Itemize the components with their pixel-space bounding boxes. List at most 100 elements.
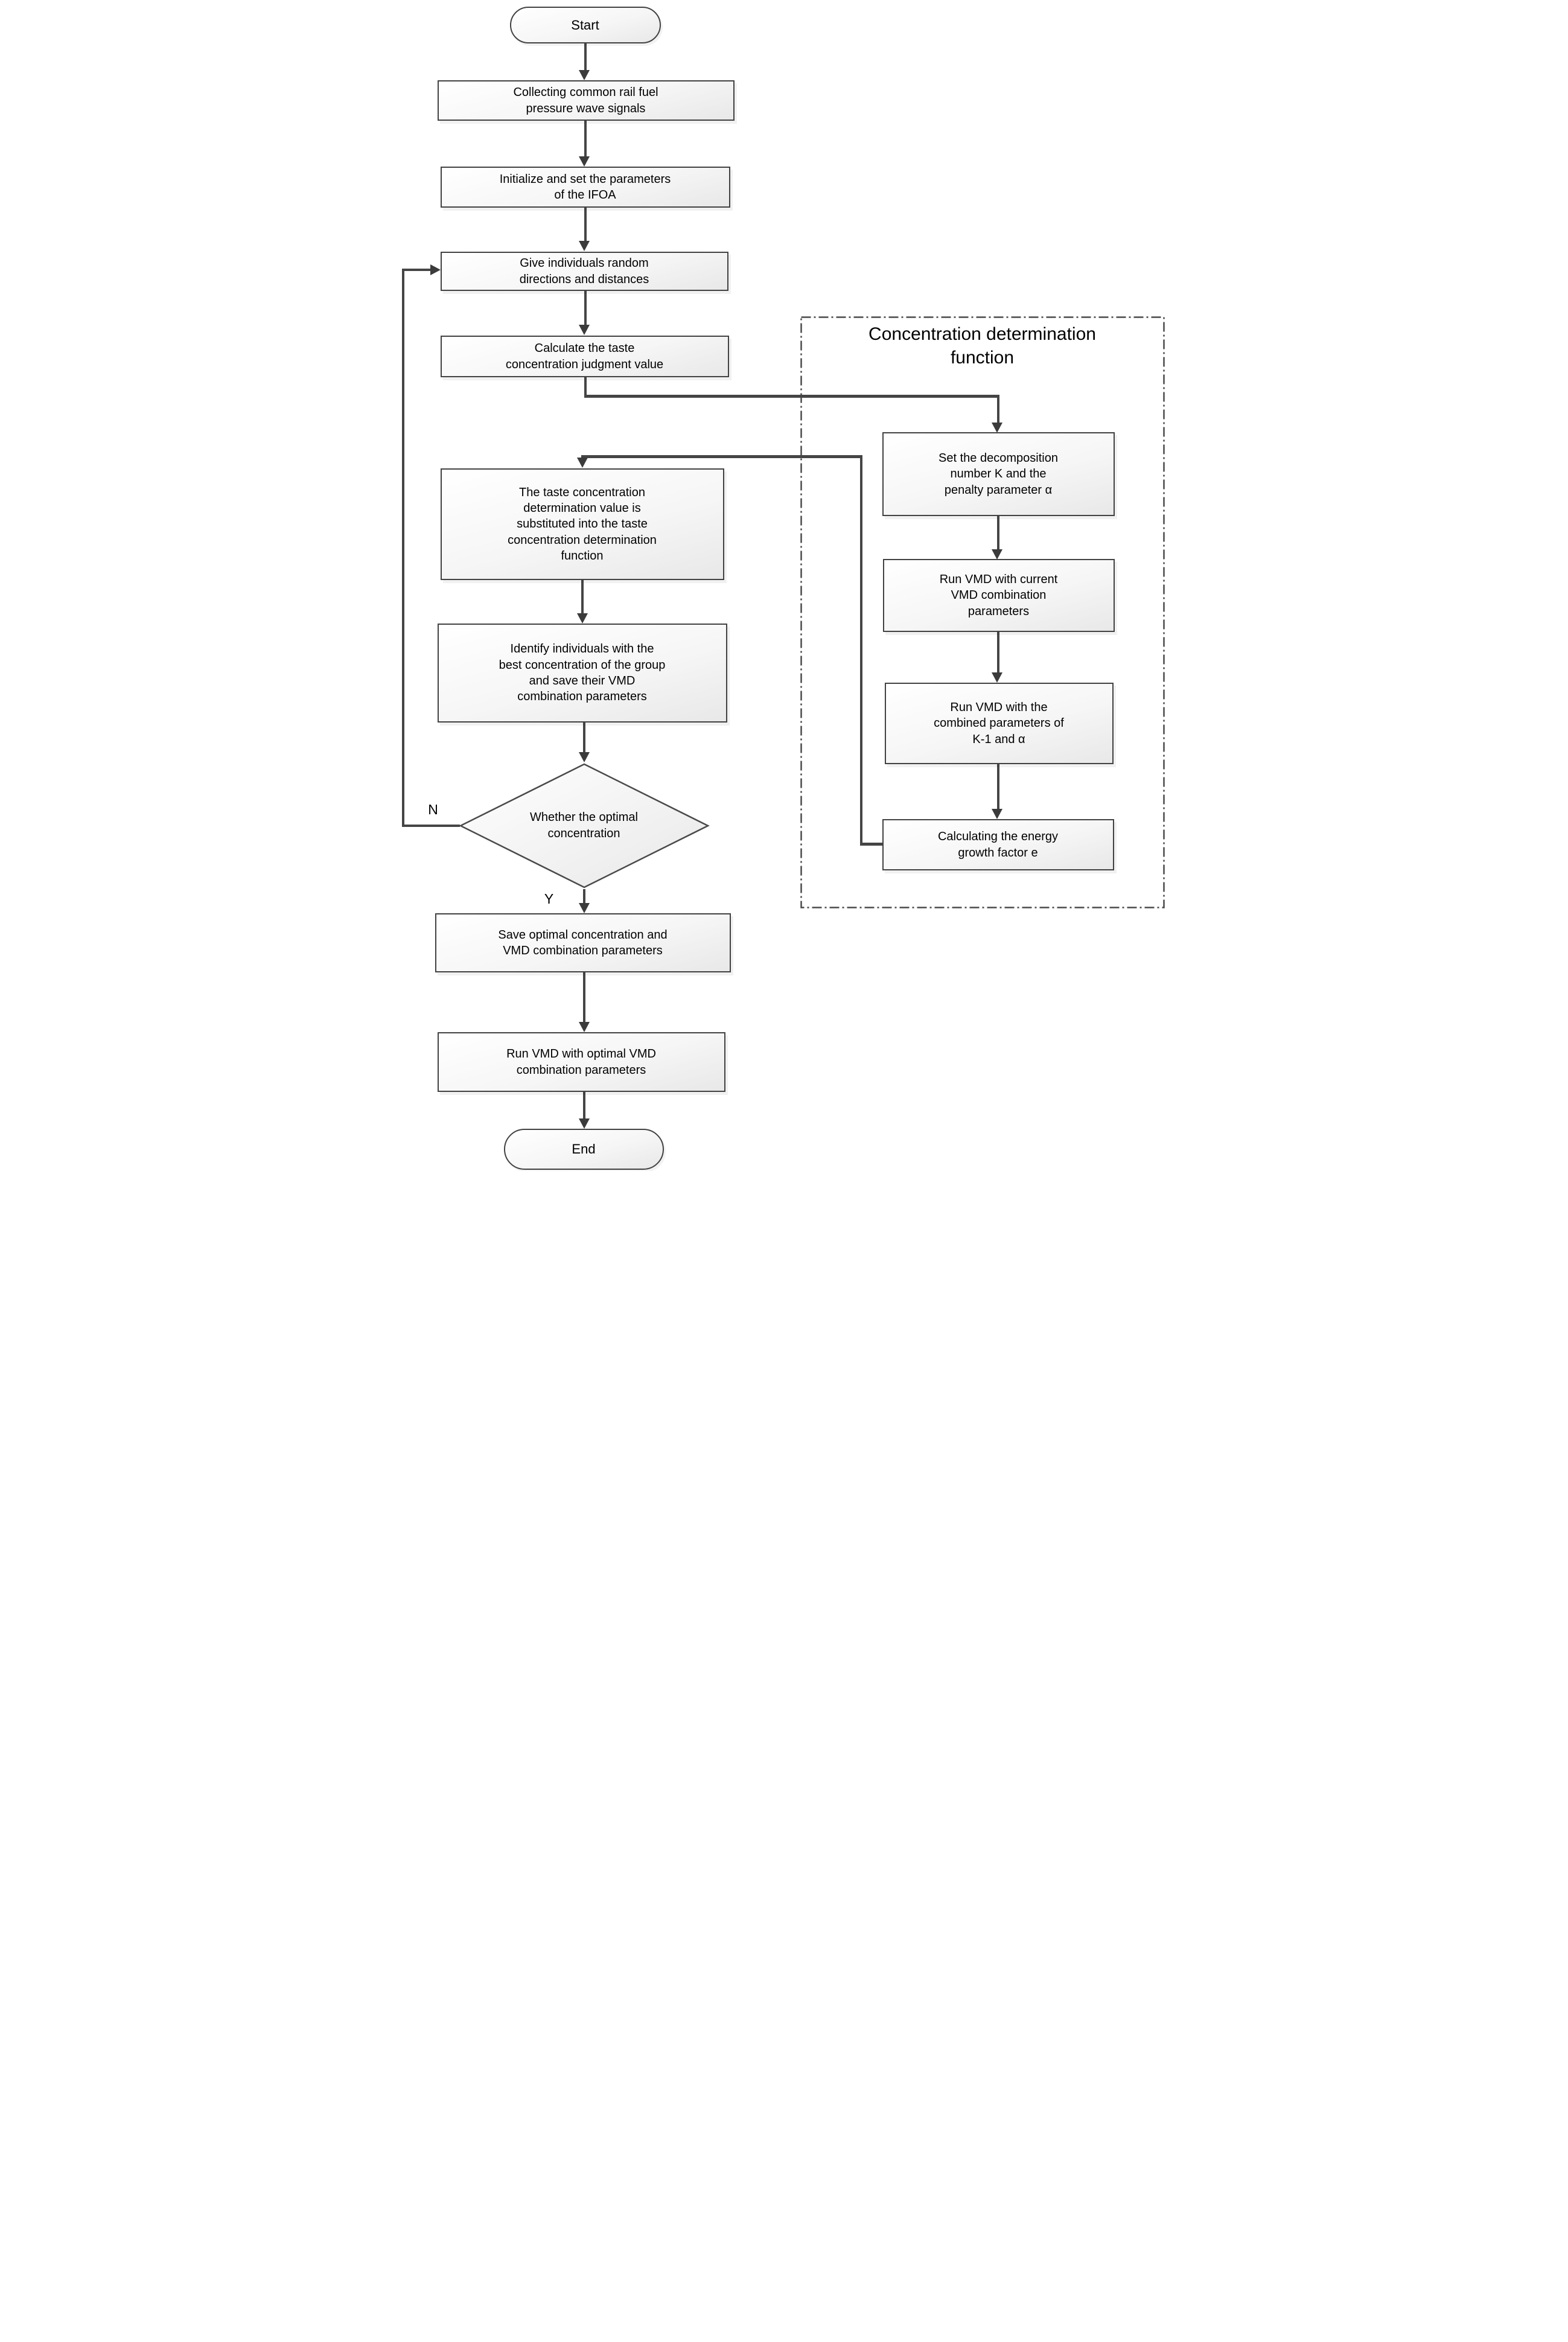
node-end-label: End (572, 1140, 595, 1158)
label-line: pressure wave signals (526, 101, 646, 115)
connector-calc-elbow-v2 (996, 398, 999, 424)
node-give-label: Give individuals random directions and d… (520, 255, 649, 287)
arrowhead-collect-init (578, 156, 590, 167)
connector-no-loop-h1 (401, 825, 460, 827)
node-set-k-alpha: Set the decomposition number K and the p… (882, 432, 1115, 516)
connector-identify-decision (582, 723, 585, 753)
node-calculate-label: Calculate the taste concentration judgme… (506, 340, 663, 372)
connector-decision-save (582, 889, 585, 904)
label-line: combination parameters (517, 690, 647, 704)
group-title-line: function (950, 348, 1015, 368)
node-energy-label: Calculating the energy growth factor e (938, 829, 1058, 861)
connector-setk-runcurrent (996, 516, 999, 550)
node-save-label: Save optimal concentration and VMD combi… (498, 927, 667, 959)
group-title: Concentration determination function (800, 322, 1165, 369)
connector-energy-feedback-v (859, 456, 862, 846)
label-line: concentration (547, 827, 620, 840)
arrowhead-runoptimal-end (578, 1118, 590, 1129)
arrowhead-decision-save (578, 903, 590, 913)
label-line: substituted into the taste (517, 517, 648, 531)
label-line: combination parameters (516, 1063, 646, 1077)
node-run-optimal-label: Run VMD with optimal VMD combination par… (506, 1046, 656, 1078)
connector-runk1-energy (996, 764, 999, 810)
connector-save-runoptimal (582, 972, 585, 1023)
node-give-random: Give individuals random directions and d… (440, 252, 728, 291)
connector-calc-elbow-v1 (584, 377, 587, 397)
connector-calc-elbow-h (584, 395, 999, 398)
arrowhead-give-calc (578, 325, 590, 335)
node-decision-optimal: Whether the optimal concentration (458, 762, 710, 889)
arrowhead-save-runoptimal (578, 1022, 590, 1032)
label-line: concentration determination (508, 533, 657, 547)
label-line: function (561, 549, 604, 563)
label-line: The taste concentration (518, 485, 645, 499)
label-line: Initialize and set the parameters (499, 172, 671, 186)
arrowhead-setk-runcurrent (991, 549, 1002, 560)
label-line: Run VMD with the (950, 700, 1048, 714)
arrowhead-runk1-energy (991, 809, 1002, 819)
arrowhead-feedback-substitute (576, 458, 588, 468)
node-run-current-label: Run VMD with current VMD combination par… (940, 572, 1058, 619)
arrowhead-start-collect (578, 70, 590, 80)
node-initialize-label: Initialize and set the parameters of the… (500, 171, 671, 203)
arrowhead-runcurrent-runk1 (991, 672, 1002, 683)
label-line: best concentration of the group (499, 658, 666, 672)
label-line: of the IFOA (554, 188, 616, 202)
connector-runcurrent-runk1 (996, 632, 999, 674)
label-line: Run VMD with current (939, 572, 1058, 586)
label-line: directions and distances (519, 272, 649, 286)
node-set-k-label: Set the decomposition number K and the p… (939, 450, 1058, 498)
label-line: Calculate the taste (534, 342, 635, 356)
branch-label-yes: Y (544, 891, 554, 907)
node-calculate-taste: Calculate the taste concentration judgme… (440, 336, 729, 377)
node-end: End (503, 1129, 664, 1170)
diamond-shape (458, 763, 710, 889)
label-line: Collecting common rail fuel (513, 86, 658, 100)
node-start-label: Start (571, 16, 599, 34)
node-energy-growth-factor: Calculating the energy growth factor e (882, 819, 1114, 870)
connector-start-collect (584, 43, 587, 71)
node-substitute-function: The taste concentration determination va… (440, 468, 724, 580)
label-line: growth factor e (958, 846, 1038, 860)
label-line: K-1 and α (972, 732, 1025, 746)
label-line: and save their VMD (529, 674, 636, 688)
connector-collect-init (584, 121, 587, 158)
connector-no-loop-h2 (401, 269, 431, 271)
arrowhead-calc-setk (991, 423, 1002, 433)
label-line: combined parameters of (934, 716, 1064, 730)
connector-init-give (584, 208, 587, 242)
node-run-optimal-vmd: Run VMD with optimal VMD combination par… (437, 1032, 725, 1092)
node-run-vmd-k-minus-1: Run VMD with the combined parameters of … (884, 683, 1114, 764)
label-line: parameters (967, 604, 1030, 618)
node-save-optimal: Save optimal concentration and VMD combi… (435, 913, 731, 972)
label-line: VMD combination (951, 589, 1047, 602)
label-line: VMD combination parameters (503, 944, 663, 957)
node-initialize-ifoa: Initialize and set the parameters of the… (440, 167, 730, 208)
connector-runoptimal-end (582, 1092, 585, 1120)
label-line: Whether the optimal (530, 811, 638, 824)
label-line: Start (571, 17, 599, 33)
connector-give-calc (584, 291, 587, 326)
concentration-function-group-border (800, 316, 1165, 908)
arrowhead-no-loop-give (430, 264, 441, 275)
node-run-k1-label: Run VMD with the combined parameters of … (934, 700, 1064, 747)
connector-no-loop-v (401, 270, 404, 827)
node-decision-label: Whether the optimal concentration (459, 762, 710, 889)
label-line: number K and the (950, 467, 1047, 481)
label-line: Run VMD with optimal VMD (506, 1047, 656, 1061)
node-start: Start (509, 7, 661, 43)
node-substitute-label: The taste concentration determination va… (508, 485, 657, 564)
label-line: penalty parameter α (944, 483, 1053, 497)
connector-energy-feedback-h2 (581, 455, 862, 458)
label-line: Save optimal concentration and (498, 928, 668, 942)
label-line: Set the decomposition (939, 451, 1058, 465)
flowchart-canvas: Concentration determination function (392, 0, 1176, 1171)
node-identify-label: Identify individuals with the best conce… (499, 641, 666, 705)
label-line: concentration judgment value (505, 357, 664, 371)
connector-energy-feedback-h1 (861, 843, 882, 846)
label-line: Give individuals random (520, 257, 649, 270)
arrowhead-substitute-identify (576, 613, 588, 624)
node-run-vmd-current: Run VMD with current VMD combination par… (882, 559, 1115, 632)
label-line: determination value is (523, 501, 641, 515)
branch-label-no: N (428, 802, 438, 817)
